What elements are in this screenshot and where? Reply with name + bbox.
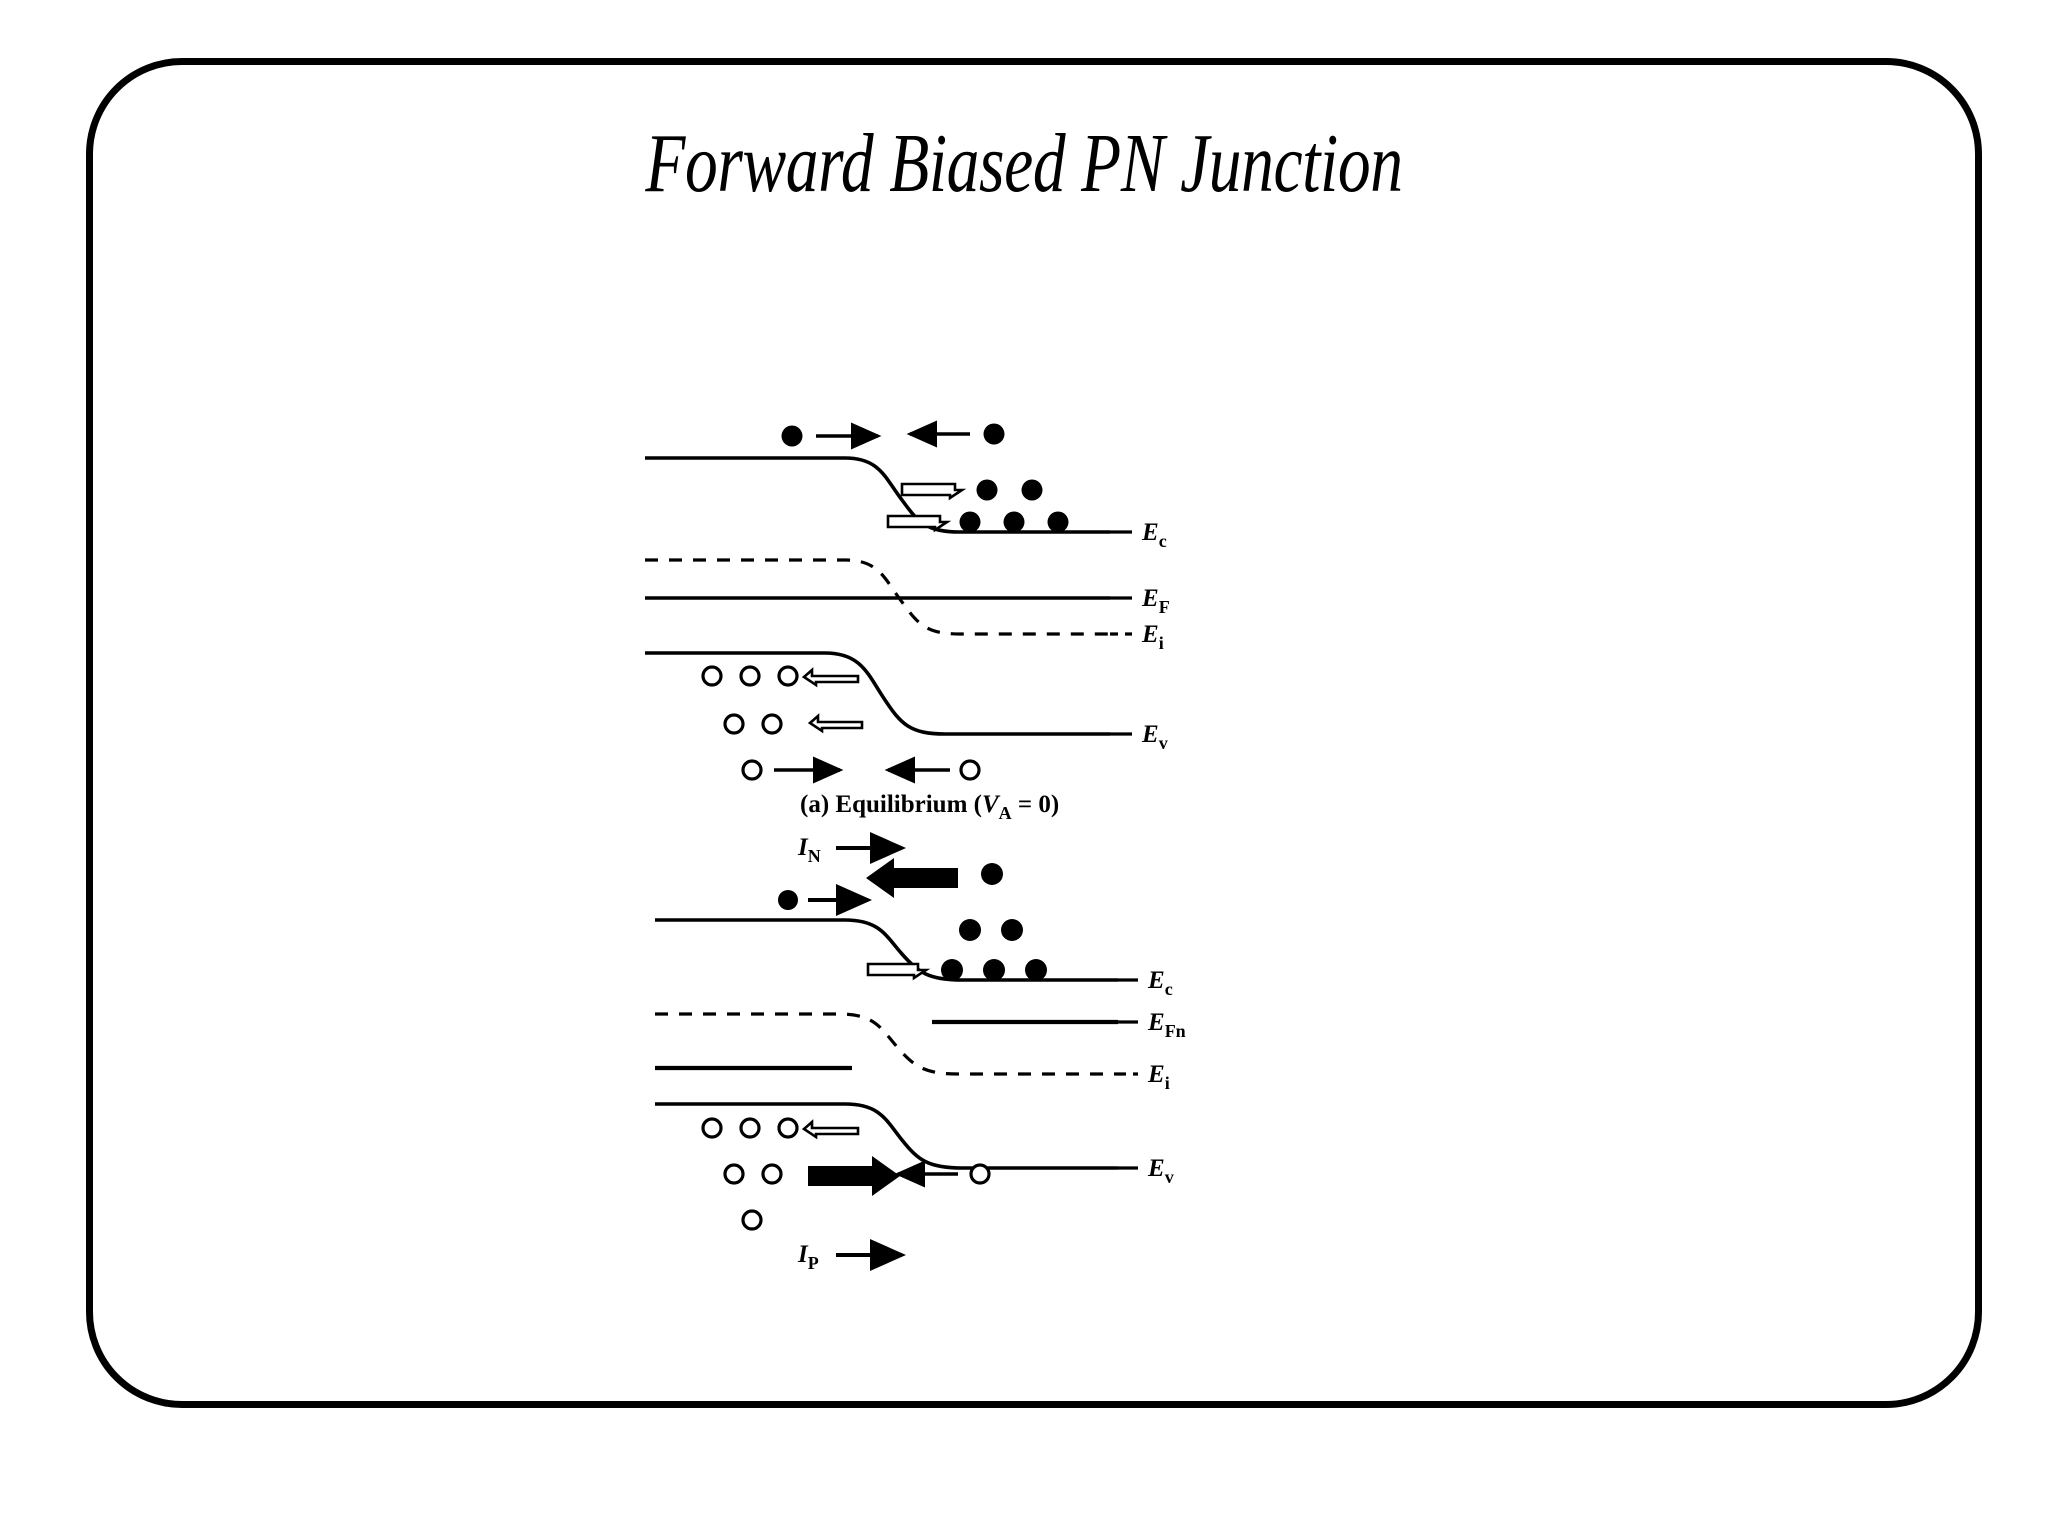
hole-circle xyxy=(723,713,745,735)
hole-circle xyxy=(777,1117,799,1139)
electron-dot xyxy=(983,423,1005,445)
hole-circle xyxy=(761,713,783,735)
label-ec-top: Ec xyxy=(1141,519,1167,551)
hole-circle xyxy=(969,1163,991,1185)
label-ei-bottom: Ei xyxy=(1147,1061,1170,1093)
hole-diffusion-open-arrow xyxy=(801,667,860,688)
hole-circle xyxy=(739,665,761,687)
hole-circle xyxy=(777,665,799,687)
caption-equilibrium: (a) Equilibrium (VA = 0) xyxy=(800,791,1059,823)
electron-dot xyxy=(959,919,981,941)
hole-circle xyxy=(761,1163,783,1185)
electron-dot xyxy=(1003,511,1025,533)
electron-diffusion-open-arrow xyxy=(900,482,967,501)
electron-dot xyxy=(976,479,998,501)
page-title: Forward Biased PN Junction xyxy=(645,117,1403,210)
electron-injection-bold-arrow xyxy=(866,858,958,898)
intrinsic-level-curve-top xyxy=(645,558,1110,636)
hole-diffusion-open-arrow xyxy=(801,1119,860,1140)
label-ec-bottom: Ec xyxy=(1147,967,1173,999)
hole-circle xyxy=(741,759,763,781)
valence-band-curve-top xyxy=(645,651,1110,736)
electron-dot xyxy=(941,959,963,981)
valence-band-curve-bottom xyxy=(655,1102,1118,1170)
hole-circle xyxy=(701,665,723,687)
electron-dot xyxy=(981,863,1003,885)
electron-dot xyxy=(781,425,803,447)
conduction-band-curve-bottom xyxy=(655,918,1118,982)
electron-diffusion-open-arrow xyxy=(866,962,931,981)
hole-injection-bold-arrow xyxy=(808,1156,900,1196)
hole-circle xyxy=(739,1117,761,1139)
current-label-in: IN xyxy=(797,834,821,866)
label-ef-top: EF xyxy=(1141,585,1170,617)
electron-dot xyxy=(983,959,1005,981)
hole-circle xyxy=(741,1209,763,1231)
label-ev-bottom: Ev xyxy=(1147,1155,1174,1187)
conduction-band-curve-top xyxy=(645,456,1110,534)
label-ei-top: Ei xyxy=(1141,621,1164,653)
electron-diffusion-open-arrow xyxy=(886,514,952,533)
panel-forward-bias: Ec EFn Ei Ev xyxy=(655,858,1186,1231)
hole-diffusion-open-arrow xyxy=(807,713,864,734)
electron-dot xyxy=(1021,479,1043,501)
panel-equilibrium: Ec EF Ei Ev xyxy=(645,420,1170,784)
label-ev-top: Ev xyxy=(1141,721,1168,753)
electron-dot xyxy=(1047,511,1069,533)
electron-dot xyxy=(959,511,981,533)
hole-circle xyxy=(959,759,981,781)
electron-dot xyxy=(1001,919,1023,941)
electron-dot xyxy=(778,890,798,910)
hole-circle xyxy=(723,1163,745,1185)
current-label-ip: IP xyxy=(797,1241,819,1273)
band-diagram-figure: Ec EF Ei Ev (a) Equilibrium (VA = 0) IN xyxy=(640,400,1380,1300)
electron-dot xyxy=(1025,959,1047,981)
hole-circle xyxy=(701,1117,723,1139)
label-efn-bottom: EFn xyxy=(1147,1009,1186,1041)
